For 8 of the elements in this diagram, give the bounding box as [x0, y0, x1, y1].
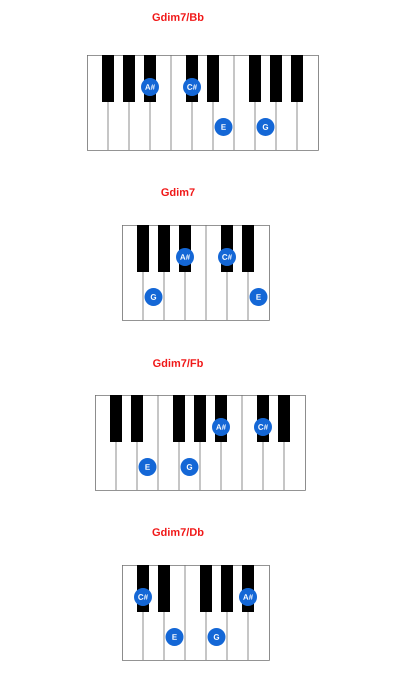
- piano-keyboard-drawing: [122, 224, 270, 321]
- chord-title: Gdim7/Db: [152, 528, 204, 536]
- piano-keyboard-drawing: [95, 394, 306, 491]
- piano-keyboard-drawing: [87, 54, 319, 151]
- piano-keyboard-drawing: [122, 564, 270, 661]
- chord-title: Gdim7/Fb: [153, 358, 203, 368]
- chord-title: Gdim7: [161, 188, 195, 196]
- chord-title: Gdim7/Bb: [152, 12, 204, 22]
